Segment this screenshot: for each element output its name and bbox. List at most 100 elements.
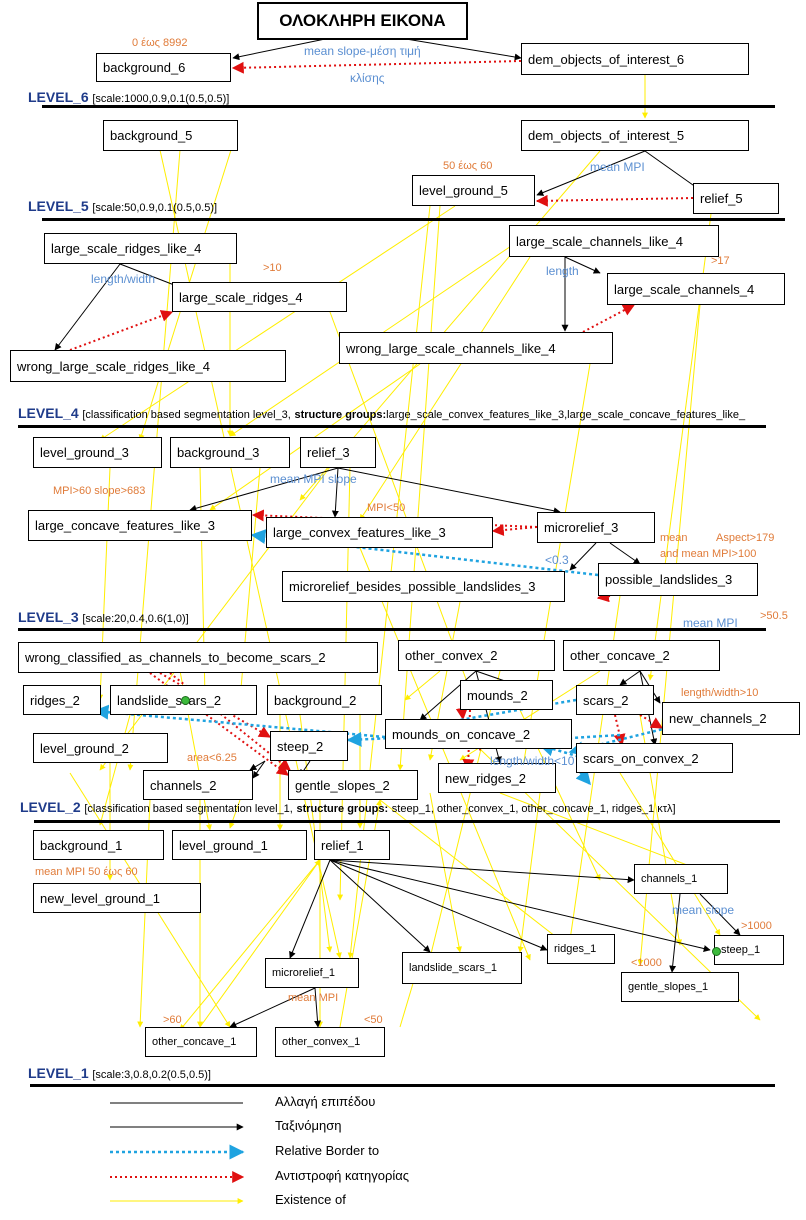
category-reversal-arrow xyxy=(596,590,611,603)
node-wrong-large-scale-ridges-like-4: wrong_large_scale_ridges_like_4 xyxy=(10,350,286,382)
classification-arrow xyxy=(569,542,597,571)
existence-arrow xyxy=(359,256,531,521)
classification-arrow xyxy=(337,467,561,515)
classification-arrow xyxy=(536,150,646,196)
node-background-2: background_2 xyxy=(267,685,382,715)
green-dot-marker xyxy=(181,696,190,705)
existence-arrow xyxy=(99,205,456,441)
level-6-rule xyxy=(42,105,775,108)
node-dem-objects-6: dem_objects_of_interest_6 xyxy=(521,43,749,75)
level-6-label: LEVEL_6 [scale:1000,0.9,0.1(0.5,0.5)] xyxy=(28,89,230,105)
level-2-label: LEVEL_2 [classification based segmentati… xyxy=(20,799,676,815)
annotation-length-width-lt10: length/width<10 xyxy=(490,754,575,768)
node-background-3: background_3 xyxy=(170,437,290,468)
existence-arrow xyxy=(637,304,701,966)
node-other-convex-2: other_convex_2 xyxy=(398,640,555,671)
node-wrong-large-scale-channels-like-4: wrong_large_scale_channels_like_4 xyxy=(339,332,613,364)
annotation-area: area<6.25 xyxy=(187,752,237,764)
annotation-lt1000: <1000 xyxy=(631,957,662,969)
classification-arrow xyxy=(232,37,331,61)
classification-arrow xyxy=(329,859,431,953)
classification-arrow xyxy=(119,263,183,289)
annotation-gt17: >17 xyxy=(711,255,730,267)
annotation-mean: mean xyxy=(660,532,688,544)
node-channels-2: channels_2 xyxy=(143,770,253,800)
existence-arrow xyxy=(499,792,701,871)
existence-arrow xyxy=(517,792,541,953)
classification-arrow xyxy=(252,760,266,779)
node-landslide-scars-1: landslide_scars_1 xyxy=(402,952,522,984)
annotation-length-4: length xyxy=(546,264,579,278)
classification-arrow xyxy=(644,150,701,191)
relative-border-arrow xyxy=(575,768,591,786)
category-reversal-arrow xyxy=(231,60,522,74)
annotation-gt10: >10 xyxy=(263,262,282,274)
annotation-gt50-5: >50.5 xyxy=(760,610,788,622)
node-wrong-classified-as-channels-2: wrong_classified_as_channels_to_become_s… xyxy=(18,642,378,673)
node-dem-objects-5: dem_objects_of_interest_5 xyxy=(521,120,749,151)
node-new-channels-2: new_channels_2 xyxy=(662,702,800,735)
existence-arrow xyxy=(329,311,471,691)
classification-arrow xyxy=(289,859,331,959)
annotation-mpi-lt50: MPI<50 xyxy=(367,502,406,514)
existence-arrow xyxy=(379,799,561,941)
node-steep-2: steep_2 xyxy=(270,731,348,761)
classification-arrow xyxy=(619,670,641,686)
annotation-aspect: Aspect>179 xyxy=(716,532,775,544)
node-whole-image: ΟΛΟΚΛΗΡΗ ΕΙΚΟΝΑ xyxy=(257,2,468,40)
node-large-scale-ridges-like-4: large_scale_ridges_like_4 xyxy=(44,233,237,264)
classification-arrow xyxy=(419,670,477,721)
annotation-and-mean-mpi: and mean MPI>100 xyxy=(660,548,757,560)
node-level-ground-1: level_ground_1 xyxy=(172,830,307,860)
annotation-mean-mpi-slope: mean MPI slope xyxy=(270,472,357,486)
node-level-ground-3: level_ground_3 xyxy=(33,437,162,468)
node-relief-1: relief_1 xyxy=(314,830,390,860)
node-large-scale-channels-like-4: large_scale_channels_like_4 xyxy=(509,225,719,257)
node-channels-1: channels_1 xyxy=(634,864,728,894)
annotation-range: 0 έως 8992 xyxy=(132,37,188,49)
category-reversal-arrow xyxy=(455,707,468,721)
annotation-length-width-4: length/width xyxy=(91,272,156,286)
existence-arrow xyxy=(199,859,321,1028)
level-4-rule xyxy=(18,425,766,428)
node-microrelief-besides-possible-landslides-3: microrelief_besides_possible_landslides_… xyxy=(282,571,565,602)
node-microrelief-3: microrelief_3 xyxy=(537,512,655,543)
level-5-label: LEVEL_5 [scale:50,0.9,0.1(0.5,0.5)] xyxy=(28,198,218,214)
node-background-1: background_1 xyxy=(33,830,164,860)
annotation-gt1000: >1000 xyxy=(741,920,772,932)
existence-arrow xyxy=(619,772,721,936)
annotation-length-width-gt10: length/width>10 xyxy=(681,687,759,699)
annotation-mean-mpi-5: mean MPI xyxy=(590,160,645,174)
annotation-mean-mpi-3: mean MPI xyxy=(683,616,738,630)
node-other-concave-1: other_concave_1 xyxy=(145,1027,257,1057)
node-relief-5: relief_5 xyxy=(693,183,779,214)
node-possible-landslides-3: possible_landslides_3 xyxy=(598,563,758,596)
existence-arrow xyxy=(397,205,441,771)
existence-arrow xyxy=(228,799,241,829)
category-reversal-arrow xyxy=(159,672,272,738)
classification-arrow xyxy=(399,37,522,61)
category-reversal-arrow xyxy=(149,672,289,776)
level-3-rule xyxy=(18,628,766,631)
node-mounds-2: mounds_2 xyxy=(460,680,553,710)
node-level-ground-2: level_ground_2 xyxy=(33,733,168,763)
category-reversal-arrow xyxy=(639,714,664,729)
annotation-mean-mpi-50-60: mean MPI 50 έως 60 xyxy=(35,866,138,878)
node-microrelief-1: microrelief_1 xyxy=(265,958,359,988)
level-1-rule xyxy=(30,1084,775,1087)
classification-arrow xyxy=(249,760,266,771)
annotation-lt50: <50 xyxy=(364,1014,383,1026)
annotation-mean-mpi-1: mean MPI xyxy=(288,992,339,1004)
classification-arrow xyxy=(331,467,339,518)
annotation-lt03: <0.3 xyxy=(545,553,569,567)
category-reversal-arrow xyxy=(491,524,538,536)
node-new-ridges-2: new_ridges_2 xyxy=(438,763,556,793)
node-other-concave-2: other_concave_2 xyxy=(563,640,720,671)
category-reversal-arrow xyxy=(582,304,636,333)
category-reversal-arrow xyxy=(535,194,694,207)
classification-arrow xyxy=(699,893,741,936)
level-2-rule xyxy=(34,820,780,823)
node-gentle-slopes-1: gentle_slopes_1 xyxy=(621,972,739,1002)
annotation-mean-slope-1: mean slope xyxy=(672,903,735,917)
